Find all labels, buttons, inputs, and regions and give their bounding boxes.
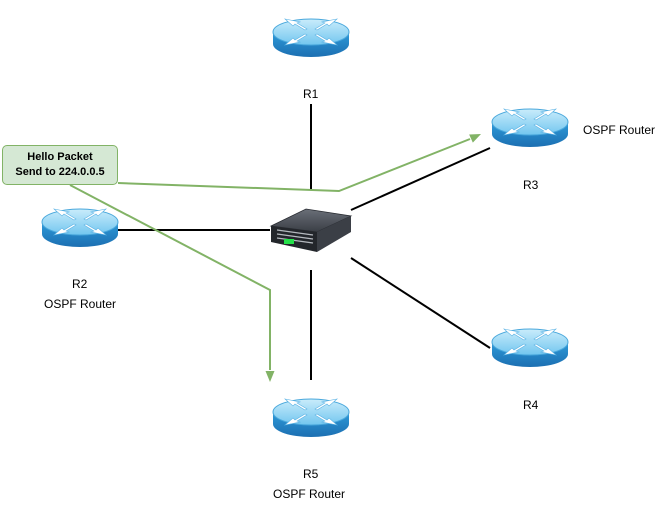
- router-icon: [272, 18, 350, 58]
- arrowhead-to-r3: [469, 134, 481, 143]
- router-r3-label: R3: [523, 178, 539, 192]
- note-line-1: Hello Packet: [27, 151, 93, 163]
- arrowhead-to-r5: [265, 371, 275, 382]
- hello-arrow-to-r5: [69, 184, 271, 370]
- hello-arrow-to-r3: [117, 138, 471, 193]
- network-switch-icon: [269, 208, 353, 252]
- router-r2-subtitle: OSPF Router: [44, 297, 117, 311]
- link-line: [350, 147, 491, 211]
- hello-packet-arrows: [69, 134, 481, 382]
- link-line: [350, 257, 491, 349]
- router-icon: [491, 328, 569, 368]
- ethernet-links: [118, 104, 491, 380]
- hello-packet-note: Hello Packet Send to 224.0.0.5: [2, 145, 118, 185]
- router-r5-label: R5: [303, 467, 319, 481]
- note-line-2: Send to 224.0.0.5: [15, 166, 105, 178]
- router-r3-subtitle: OSPF Router: [583, 123, 656, 137]
- router-r5-subtitle: OSPF Router: [273, 487, 346, 501]
- router-icon: [272, 398, 350, 438]
- router-r2-label: R2: [72, 277, 88, 291]
- router-icon: [41, 208, 119, 248]
- router-r4-label: R4: [523, 398, 539, 412]
- router-r1-label: R1: [303, 87, 319, 101]
- router-icon: [491, 108, 569, 148]
